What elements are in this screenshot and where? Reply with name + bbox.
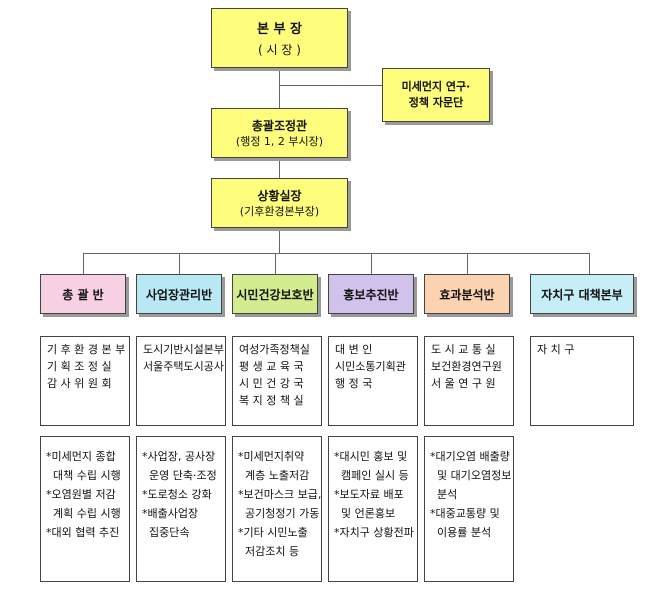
task-item: *자치구 상황전파 xyxy=(334,526,414,539)
task-box-analysis: *대기오염 배출량 및 대기오염정보 분석 *대중교통량 및 이용률 분석 xyxy=(424,436,514,582)
org-item: 대 변 인 xyxy=(335,343,373,356)
connector-situation-to-bus xyxy=(279,228,280,253)
org-box-worksite: 도시기반시설본부 서울주택도시공사 xyxy=(136,336,226,426)
task-box-worksite: *사업장, 공사장 운영 단축·조정 *도로청소 강화 *배출사업장 집중단속 xyxy=(136,436,226,582)
task-item: *대중교통량 및 xyxy=(430,507,500,520)
unit-header-publicity-label: 홍보추진반 xyxy=(343,287,399,302)
task-item: 대책 수립 시행 xyxy=(53,469,121,482)
connector-drop-4 xyxy=(371,253,372,274)
task-item: 및 언론홍보 xyxy=(341,507,396,520)
connector-coordinator-to-situation xyxy=(279,158,280,178)
task-item: *보건마스크 보급, xyxy=(238,488,322,501)
task-box-publicity: *대시민 홍보 및 캠페인 실시 등 *보도자료 배포 및 언론홍보 *자치구 … xyxy=(328,436,418,582)
advisory-group-box: 미세먼지 연구· 정책 자문단 xyxy=(382,68,490,122)
org-box-health: 여성가족정책실 평 생 교 육 국 시 민 건 강 국 복 지 정 책 실 xyxy=(232,336,322,426)
task-item: *미세먼지 종합 xyxy=(46,450,116,463)
headquarters-chief-box: 본 부 장 ( 시 장 ) xyxy=(211,8,348,68)
task-item: *대시민 홍보 및 xyxy=(334,450,408,463)
org-box-district: 자 치 구 xyxy=(530,336,634,426)
task-box-health: *미세먼지취약 계층 노출저감 *보건마스크 보급, 공기청정기 가동 *기타 … xyxy=(232,436,322,582)
task-item: 및 대기오염정보 xyxy=(437,469,512,482)
org-item: 평 생 교 육 국 xyxy=(239,360,304,373)
org-item: 도시기반시설본부 xyxy=(143,343,224,356)
org-box-analysis: 도 시 교 통 실 보건환경연구원 서 울 연 구 원 xyxy=(424,336,514,426)
unit-header-analysis: 효과분석반 xyxy=(424,274,510,314)
org-item: 서울주택도시공사 xyxy=(143,360,224,373)
org-box-general: 기 후 환 경 본 부 기 획 조 정 실 감 사 위 원 회 xyxy=(40,336,130,426)
situation-room-chief-box: 상황실장 (기후환경본부장) xyxy=(211,178,348,228)
task-item: *배출사업장 xyxy=(142,507,199,520)
org-item: 자 치 구 xyxy=(537,343,575,356)
org-item: 기 후 환 경 본 부 xyxy=(47,343,126,356)
advisory-line-2: 정책 자문단 xyxy=(408,96,464,109)
connector-horizontal-bus xyxy=(83,253,589,254)
unit-header-health-label: 시민건강보호반 xyxy=(236,287,314,302)
org-item: 서 울 연 구 원 xyxy=(431,377,496,390)
unit-header-general: 총 괄 반 xyxy=(40,274,126,314)
unit-header-district-label: 자치구 대책본부 xyxy=(541,287,623,302)
org-item: 보건환경연구원 xyxy=(431,360,502,373)
task-item: 이용률 분석 xyxy=(437,526,492,539)
task-item: 저감조치 등 xyxy=(245,545,300,558)
task-item: *도로청소 강화 xyxy=(142,488,212,501)
situation-room-chief-subtitle: (기후환경본부장) xyxy=(239,204,320,218)
advisory-line-1: 미세먼지 연구· xyxy=(401,80,471,93)
headquarters-chief-title: 본 부 장 xyxy=(257,22,302,37)
connector-advisory xyxy=(279,85,382,86)
org-item: 여성가족정책실 xyxy=(239,343,310,356)
headquarters-chief-subtitle: ( 시 장 ) xyxy=(258,43,301,57)
org-item: 기 획 조 정 실 xyxy=(47,360,112,373)
general-coordinator-subtitle: (행정 1, 2 부시장) xyxy=(235,134,324,148)
task-item: *오염원별 저감 xyxy=(46,488,116,501)
task-item: *대외 협력 추진 xyxy=(46,526,120,539)
task-item: *사업장, 공사장 xyxy=(142,450,216,463)
org-item: 감 사 위 원 회 xyxy=(47,377,112,390)
org-item: 행 정 국 xyxy=(335,377,373,390)
connector-drop-1 xyxy=(83,253,84,274)
connector-drop-6 xyxy=(589,253,590,274)
unit-header-worksite-label: 사업장관리반 xyxy=(145,287,213,302)
org-item: 시 민 건 강 국 xyxy=(239,377,304,390)
org-item: 시민소통기획관 xyxy=(335,360,406,373)
connector-drop-3 xyxy=(275,253,276,274)
task-item: 공기청정기 가동 xyxy=(245,507,320,520)
task-item: *미세먼지취약 xyxy=(238,450,305,463)
task-item: 분석 xyxy=(437,488,458,501)
unit-header-publicity: 홍보추진반 xyxy=(328,274,414,314)
general-coordinator-box: 총괄조정관 (행정 1, 2 부시장) xyxy=(211,108,348,158)
situation-room-chief-title: 상황실장 xyxy=(257,188,302,203)
task-item: 운영 단축·조정 xyxy=(149,469,217,482)
org-item: 도 시 교 통 실 xyxy=(431,343,496,356)
task-item: 계층 노출저감 xyxy=(245,469,310,482)
unit-header-general-label: 총 괄 반 xyxy=(62,287,104,302)
task-item: 계획 수립 시행 xyxy=(53,507,121,520)
connector-drop-2 xyxy=(179,253,180,274)
unit-header-analysis-label: 효과분석반 xyxy=(439,287,495,302)
unit-header-health: 시민건강보호반 xyxy=(232,274,318,314)
task-item: *기타 시민노출 xyxy=(238,526,308,539)
task-item: 집중단속 xyxy=(149,526,190,539)
org-item: 복 지 정 책 실 xyxy=(239,394,304,407)
general-coordinator-title: 총괄조정관 xyxy=(251,118,308,133)
task-item: *보도자료 배포 xyxy=(334,488,404,501)
connector-top-to-coordinator xyxy=(279,68,280,108)
org-box-publicity: 대 변 인 시민소통기획관 행 정 국 xyxy=(328,336,418,426)
task-box-general: *미세먼지 종합 대책 수립 시행 *오염원별 저감 계획 수립 시행 *대외 … xyxy=(40,436,130,582)
connector-drop-5 xyxy=(467,253,468,274)
task-item: 캠페인 실시 등 xyxy=(341,469,409,482)
unit-header-worksite: 사업장관리반 xyxy=(136,274,222,314)
unit-header-district: 자치구 대책본부 xyxy=(530,274,634,314)
task-item: *대기오염 배출량 xyxy=(430,450,510,463)
